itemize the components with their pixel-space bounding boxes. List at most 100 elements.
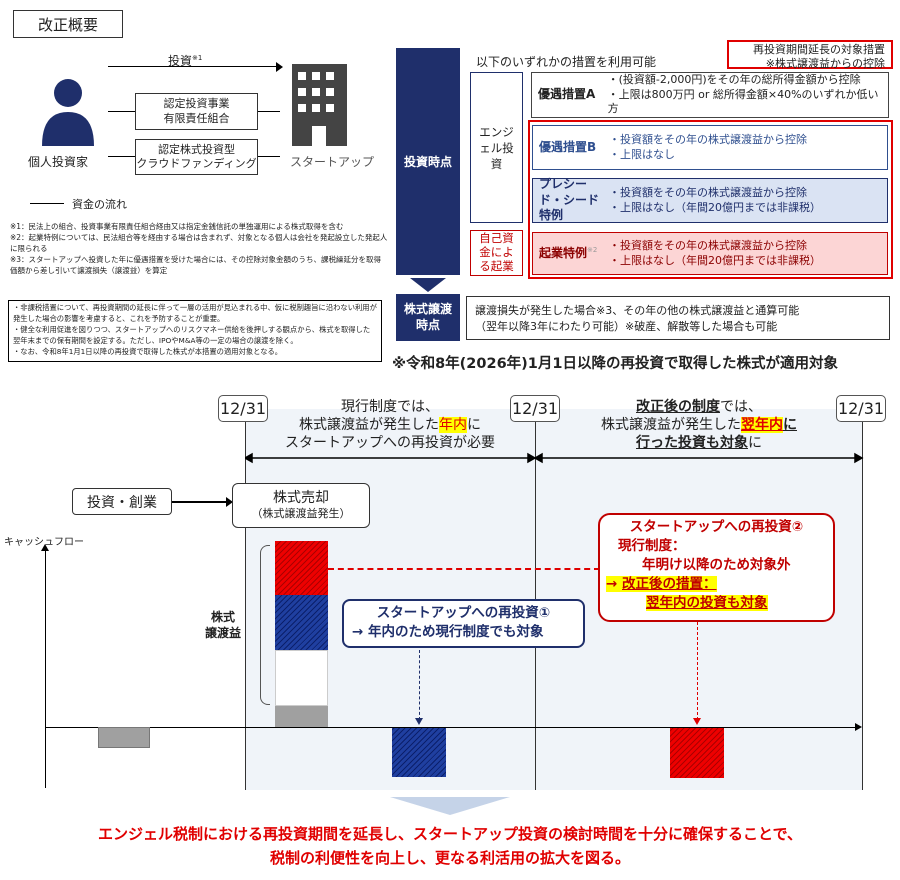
conclusion: エンジェル税制における再投資期間を延長し、スタートアップ投資の検討時間を十分に確… bbox=[0, 822, 900, 870]
lps-box: 認定投資事業 有限責任組合 bbox=[135, 93, 258, 130]
text-part: に bbox=[783, 417, 797, 434]
building-icon bbox=[292, 64, 347, 146]
text-line: 現行制度では、 bbox=[341, 399, 439, 415]
flow-arrow bbox=[172, 501, 228, 503]
startup-label: スタートアップ bbox=[290, 155, 375, 169]
arrow-head-icon bbox=[41, 544, 49, 551]
arrow-head-icon bbox=[226, 497, 233, 507]
measure-title: 優遇措置B bbox=[539, 139, 597, 154]
brace-icon bbox=[260, 545, 270, 705]
measure-preseed: プレシード・シード特例 ・投資額をその年の株式譲渡益から控除・上限はなし（年間2… bbox=[532, 177, 888, 223]
legend-label: 資金の流れ bbox=[72, 198, 127, 211]
arrow-head-icon bbox=[855, 723, 862, 731]
text-line: スタートアップへの再投資が必要 bbox=[285, 435, 495, 452]
callout-line: 現行制度： bbox=[618, 537, 686, 554]
measure-title: プレシード・シード特例 bbox=[539, 177, 600, 223]
measure-line: ・(投資額-2,000円)をその年の総所得金額から控除 bbox=[607, 72, 861, 86]
loss-line: 譲渡損失が発生した場合※3、その年の他の株式譲渡益と通算可能 bbox=[475, 304, 800, 317]
down-arrow-icon bbox=[410, 278, 446, 292]
intro-text: 以下のいずれかの措置を利用可能 bbox=[476, 55, 657, 69]
crowdfunding-box: 認定株式投資型 クラウドファンディング bbox=[135, 139, 258, 175]
loss-line: （翌年以降3年にわたり可能）※破産、解散等した場合も可能 bbox=[475, 319, 778, 333]
measure-title: 優遇措置A bbox=[538, 87, 596, 102]
arrow-head-icon bbox=[415, 718, 423, 725]
callout-line: 改正後の措置： bbox=[622, 575, 717, 592]
measure-line: ・上限は800万円 or 総所得金額×40%のいずれか低い方 bbox=[607, 87, 879, 116]
page-title: 改正概要 bbox=[13, 10, 123, 38]
callout-body: → 年内のため現行制度でも対象 bbox=[352, 623, 544, 640]
date-label: 12/31 bbox=[218, 395, 268, 422]
investor-label: 個人投資家 bbox=[28, 155, 89, 169]
investment-start-box: 投資・創業 bbox=[72, 488, 172, 515]
policy-note: ・なお、令和8年1月1日以降の再投資で取得した株式が本措置の適用対象となる。 bbox=[13, 346, 283, 356]
policy-note: ・健全な利用促進を図りつつ、スタートアップへのリスクマネー供給を後押しする観点か… bbox=[13, 324, 371, 345]
text-part: に bbox=[467, 417, 481, 434]
revised-system-text: 改正後の制度では、 株式譲渡益が発生した翌年内に 行った投資も対象に bbox=[540, 398, 858, 453]
reinvestment-1-bar bbox=[392, 728, 446, 777]
gain-remaining-bar bbox=[275, 650, 328, 706]
arrow-head-icon bbox=[276, 62, 283, 72]
target-measures-label: 再投資期間延長の対象措置 ※株式譲渡益からの控除 bbox=[727, 40, 893, 70]
extension-target-frame bbox=[528, 120, 893, 279]
dashed-connector bbox=[419, 650, 420, 720]
target-label-line: 再投資期間延長の対象措置 bbox=[753, 43, 885, 56]
date-label: 12/31 bbox=[836, 395, 886, 422]
year-boundary-line bbox=[862, 422, 863, 790]
policy-notes-box: ・非課税措置について、再投資期間の延長に伴って一層の活用が見込まれる中、仮に税制… bbox=[8, 300, 382, 362]
measure-a: 優遇措置A ・(投資額-2,000円)をその年の総所得金額から控除・上限は800… bbox=[531, 72, 889, 118]
investment-label: 投資※1 bbox=[168, 54, 203, 68]
highlight: 年内 bbox=[439, 417, 467, 434]
text-line: （株式譲渡益発生） bbox=[251, 507, 351, 521]
callout-title: スタートアップへの再投資① bbox=[376, 605, 551, 621]
angel-investment-label: エンジェル投資 bbox=[470, 72, 523, 223]
investment-arrow bbox=[108, 66, 280, 67]
callout-title: スタートアップへの再投資② bbox=[629, 519, 804, 535]
measure-b: 優遇措置B ・投資額をその年の株式譲渡益から控除・上限はなし bbox=[532, 125, 888, 170]
cashflow-axis-label: キャッシュフロー bbox=[4, 537, 84, 548]
current-system-text: 現行制度では、 株式譲渡益が発生した年内に スタートアップへの再投資が必要 bbox=[250, 398, 530, 453]
text-part: 株式譲渡益が発生した bbox=[601, 417, 741, 434]
measure-line: ・上限はなし bbox=[609, 147, 675, 161]
text-part: に bbox=[748, 435, 762, 452]
target-label-line: ※株式譲渡益からの控除 bbox=[765, 56, 885, 70]
self-funded-label: 自己資金による起業 bbox=[470, 230, 523, 276]
conclusion-line: エンジェル税制における再投資期間を延長し、スタートアップ投資の検討時間を十分に確… bbox=[98, 825, 802, 843]
dashed-connector bbox=[328, 568, 600, 570]
x-axis bbox=[45, 727, 857, 728]
measure-line: ・上限はなし（年間20億円までは非課税） bbox=[609, 253, 821, 267]
date-label: 12/31 bbox=[510, 395, 560, 422]
reinvestment-2-callout: スタートアップへの再投資② 現行制度： 年明け以降のため対象外 → 改正後の措置… bbox=[598, 513, 835, 622]
chevron-down-icon bbox=[390, 797, 510, 815]
footnote: ※3：スタートアップへ投資した年に優遇措置を受けた場合には、その控除対象金額のう… bbox=[10, 254, 382, 275]
measure-line: ・投資額をその年の株式譲渡益から控除 bbox=[609, 185, 807, 199]
measure-startup-founding: 起業特例※2 ・投資額をその年の株式譲渡益から控除・上限はなし（年間20億円まで… bbox=[532, 232, 888, 275]
principal-bar bbox=[275, 706, 328, 727]
investment-outflow-bar bbox=[98, 727, 150, 748]
measure-line: ・上限はなし（年間20億円までは非課税） bbox=[609, 200, 821, 214]
period-arrows bbox=[245, 452, 864, 464]
year-boundary-line bbox=[245, 422, 246, 790]
text-part: 株式譲渡益が発生した bbox=[299, 417, 439, 434]
gain-label: 株式 譲渡益 bbox=[205, 610, 242, 640]
reinvestment-2-bar bbox=[670, 728, 724, 778]
callout-line: 年明け以降のため対象外 bbox=[642, 556, 791, 573]
footnotes: ※1：民法上の組合、投資事業有限責任組合経由又は指定金銭信託の単独運用による株式… bbox=[10, 222, 388, 276]
footnote: ※1：民法上の組合、投資事業有限責任組合経由又は指定金銭信託の単独運用による株式… bbox=[10, 222, 344, 231]
text-part: 改正後の制度 bbox=[636, 399, 720, 415]
arrow-head-icon bbox=[693, 718, 701, 725]
measure-title: 起業特例 bbox=[539, 245, 588, 260]
stock-sale-box: 株式売却 （株式譲渡益発生） bbox=[232, 483, 370, 528]
gain-reinvested-year2-bar bbox=[275, 541, 328, 595]
dashed-connector bbox=[697, 622, 698, 720]
text-part: では、 bbox=[720, 399, 762, 415]
policy-note: ・非課税措置について、再投資期間の延長に伴って一層の活用が見込まれる中、仮に税制… bbox=[13, 303, 377, 323]
investment-time-column: 投資時点 bbox=[396, 48, 460, 275]
text-part: 行った投資も対象 bbox=[636, 435, 748, 452]
callout-line: 翌年内の投資も対象 bbox=[646, 594, 768, 611]
footnote: ※2：起業特例については、民法組合等を経由する場合は含まれず、対象となる個人は会… bbox=[10, 232, 388, 253]
legend-arrow bbox=[30, 203, 64, 204]
person-icon bbox=[42, 79, 94, 146]
callout-arrow: → bbox=[606, 575, 623, 592]
y-axis bbox=[45, 548, 46, 788]
measure-note: ※2 bbox=[587, 245, 598, 254]
